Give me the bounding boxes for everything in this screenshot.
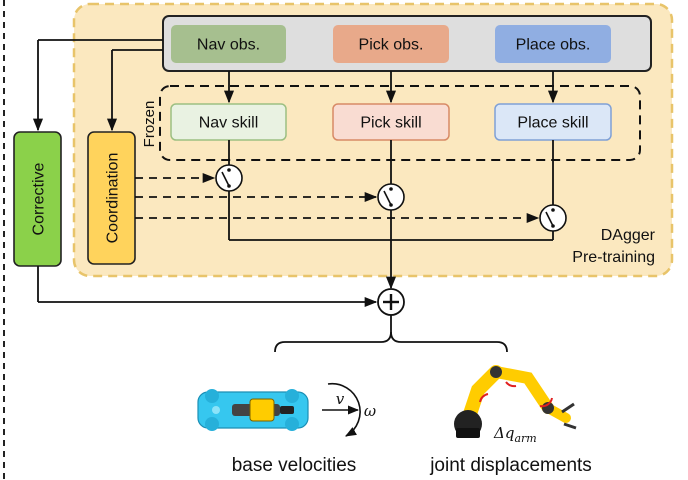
nav-obs-box: Nav obs.: [171, 25, 286, 63]
pretraining-label: Pre-training: [572, 249, 655, 266]
robot-arm-icon: [454, 365, 577, 438]
output-brace: [274, 331, 508, 353]
place-skill-label: Place skill: [517, 115, 588, 132]
corrective-label: Corrective: [31, 162, 48, 235]
gating-lines: [135, 172, 540, 224]
pick-skill-box: Pick skill: [332, 103, 450, 141]
nav-skill-label: Nav skill: [199, 115, 259, 132]
place-skill-box: Place skill: [494, 103, 612, 141]
robot-base-icon: [197, 389, 309, 431]
place-obs-box: Place obs.: [495, 25, 611, 63]
corrective-box: Corrective: [13, 131, 62, 267]
sum-icon: [377, 288, 405, 316]
frozen-label: Frozen: [141, 101, 158, 148]
velocity-arrows: v ω: [322, 382, 376, 437]
switch-icon: [377, 183, 405, 211]
pick-obs-label: Pick obs.: [359, 37, 424, 54]
omega-label: ω: [364, 402, 376, 420]
coordination-label: Coordination: [105, 153, 122, 244]
switch-icon: [215, 164, 243, 192]
skill-to-switch-lines: [228, 140, 554, 205]
pick-skill-label: Pick skill: [360, 115, 421, 132]
pick-obs-box: Pick obs.: [333, 25, 449, 63]
switch-icon: [539, 204, 567, 232]
joint-displacements-label: joint displacements: [429, 455, 592, 476]
dagger-label: DAgger: [601, 227, 656, 244]
nav-obs-label: Nav obs.: [197, 37, 260, 54]
obs-feed-lines: [32, 39, 163, 132]
v-label: v: [336, 390, 345, 408]
base-velocities-label: base velocities: [232, 455, 357, 476]
nav-skill-box: Nav skill: [170, 103, 287, 141]
place-obs-label: Place obs.: [516, 37, 591, 54]
obs-to-skill-arrows: [223, 71, 559, 104]
frozen-group: [159, 85, 641, 161]
merge-lines: [37, 191, 554, 308]
delta-q-label: Δqarm: [493, 424, 537, 445]
coordination-box: Coordination: [87, 131, 136, 265]
